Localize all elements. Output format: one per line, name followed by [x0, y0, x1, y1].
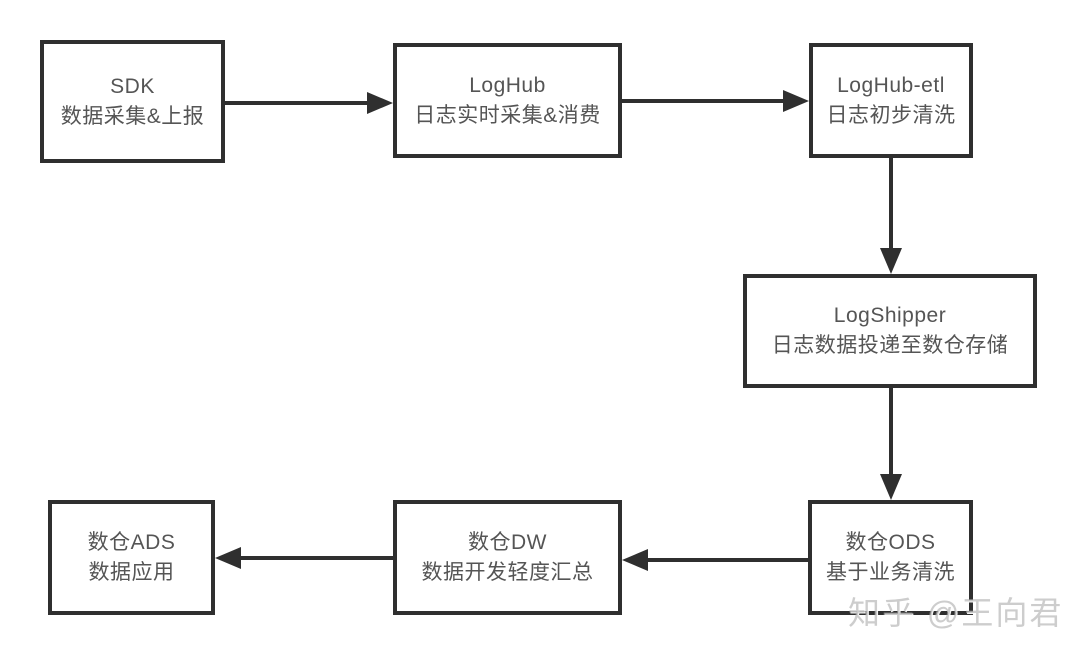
- node-loghub: LogHub 日志实时采集&消费: [393, 43, 622, 158]
- node-ads: 数仓ADS 数据应用: [48, 500, 215, 615]
- node-dw-title: 数仓DW: [468, 530, 547, 554]
- node-loghub-etl-title: LogHub-etl: [837, 73, 945, 97]
- node-ods-title: 数仓ODS: [845, 530, 936, 554]
- node-ads-subtitle: 数据应用: [88, 560, 175, 584]
- arrow-loghub-etl-to-logshipper: [880, 158, 902, 274]
- node-logshipper-title: LogShipper: [833, 304, 947, 327]
- node-ads-title: 数仓ADS: [87, 530, 176, 554]
- node-logshipper: LogShipper 日志数据投递至数仓存储: [743, 274, 1037, 388]
- arrow-logshipper-to-ods: [880, 388, 902, 500]
- arrow-dw-to-ads: [215, 547, 393, 569]
- node-dw: 数仓DW 数据开发轻度汇总: [393, 500, 622, 615]
- node-loghub-subtitle: 日志实时采集&消费: [414, 103, 601, 127]
- node-sdk-subtitle: 数据采集&上报: [60, 104, 205, 128]
- node-loghub-etl: LogHub-etl 日志初步清洗: [809, 43, 973, 158]
- arrow-loghub-to-loghub-etl: [622, 90, 809, 112]
- node-ods-subtitle: 基于业务清洗: [826, 560, 955, 584]
- node-logshipper-subtitle: 日志数据投递至数仓存储: [771, 334, 1009, 357]
- arrow-sdk-to-loghub: [225, 92, 393, 114]
- node-dw-subtitle: 数据开发轻度汇总: [421, 560, 594, 584]
- node-sdk-title: SDK: [110, 74, 155, 98]
- node-loghub-title: LogHub: [469, 73, 546, 97]
- node-sdk: SDK 数据采集&上报: [40, 40, 225, 163]
- arrow-ods-to-dw: [622, 549, 808, 571]
- node-loghub-etl-subtitle: 日志初步清洗: [826, 103, 956, 127]
- node-ods: 数仓ODS 基于业务清洗: [808, 500, 973, 615]
- watermark: 知乎 @王向君: [848, 595, 1064, 631]
